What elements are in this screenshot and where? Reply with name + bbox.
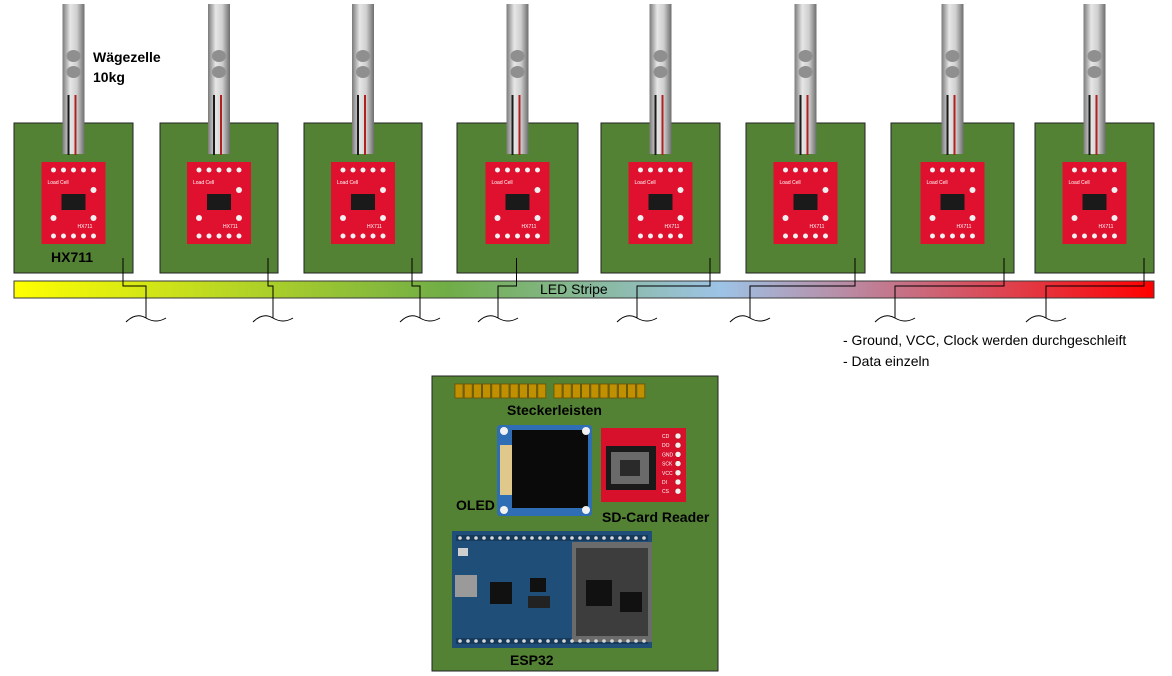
chip-silkscreen: Load Cell: [635, 180, 656, 186]
data-wire: [122, 258, 167, 323]
wire-break-symbol: [1025, 315, 1067, 323]
chip-silkscreen: HX711: [78, 224, 93, 230]
esp32-board: [452, 531, 652, 648]
load-cell: [649, 4, 672, 155]
sd-pin-label: SCK: [662, 462, 673, 468]
esp32-label: ESP32: [510, 652, 554, 668]
load-cell: [794, 4, 817, 155]
controller-board: CD DO GND SCK VCC DI CS: [431, 375, 719, 672]
chip-silkscreen: Load Cell: [1069, 180, 1090, 186]
oled-label: OLED: [456, 497, 495, 513]
pin-header-right: [553, 383, 646, 399]
sd-pin-label: CD: [662, 434, 670, 440]
load-cell-label: Wägezelle 10kg: [93, 49, 161, 85]
wire-break-symbol: [252, 315, 294, 323]
data-wire: [399, 258, 441, 323]
chip-silkscreen: HX711: [223, 224, 238, 230]
data-wire: [874, 258, 1005, 323]
chip-silkscreen: HX711: [522, 224, 537, 230]
steckerleisten-label: Steckerleisten: [507, 402, 602, 418]
wire-break-symbol: [477, 315, 519, 323]
note-line-2: - Data einzeln: [843, 353, 930, 369]
chip-silkscreen: Load Cell: [193, 180, 214, 186]
chip-silkscreen: Load Cell: [780, 180, 801, 186]
chip-silkscreen: HX711: [810, 224, 825, 230]
sd-pin-label: DO: [662, 443, 670, 449]
data-wire: [1025, 258, 1145, 323]
led-stripe-label: LED Stripe: [540, 281, 608, 297]
chip-silkscreen: Load Cell: [48, 180, 69, 186]
chip-silkscreen: Load Cell: [492, 180, 513, 186]
wire-break-symbol: [616, 315, 658, 323]
chip-silkscreen: HX711: [1099, 224, 1114, 230]
load-cell: [208, 4, 230, 155]
load-cell: [506, 4, 529, 155]
data-wire: [252, 258, 294, 323]
wire-break-symbol: [399, 315, 441, 323]
sd-pin-label: GND: [662, 452, 674, 458]
wire-break-symbol: [874, 315, 916, 323]
led-stripe: [13, 280, 1155, 299]
oled-display: [497, 425, 592, 516]
wire-break-symbol: [125, 315, 167, 323]
chip-silkscreen: HX711: [665, 224, 680, 230]
sd-pin-label: DI: [662, 480, 667, 486]
data-wire: [616, 258, 711, 323]
data-wire: [729, 258, 856, 323]
hx711-label: HX711: [51, 249, 94, 265]
chip-silkscreen: HX711: [367, 224, 382, 230]
wire-break-symbol: [729, 315, 771, 323]
chip-silkscreen: Load Cell: [927, 180, 948, 186]
sd-pin-label: CS: [662, 489, 670, 495]
load-cell: [352, 4, 374, 155]
sd-card-reader-label: SD-Card Reader: [602, 509, 710, 525]
chip-silkscreen: Load Cell: [337, 180, 358, 186]
chip-silkscreen: HX711: [957, 224, 972, 230]
pin-header-left: [454, 383, 547, 399]
sd-pin-label: VCC: [662, 471, 673, 477]
data-wire: [477, 258, 519, 323]
load-cell: [62, 4, 85, 155]
sd-card-reader: CD DO GND SCK VCC DI CS: [601, 428, 686, 502]
note-line-1: - Ground, VCC, Clock werden durchgeschle…: [843, 332, 1127, 348]
load-cell: [1083, 4, 1106, 155]
load-cell: [941, 4, 964, 155]
